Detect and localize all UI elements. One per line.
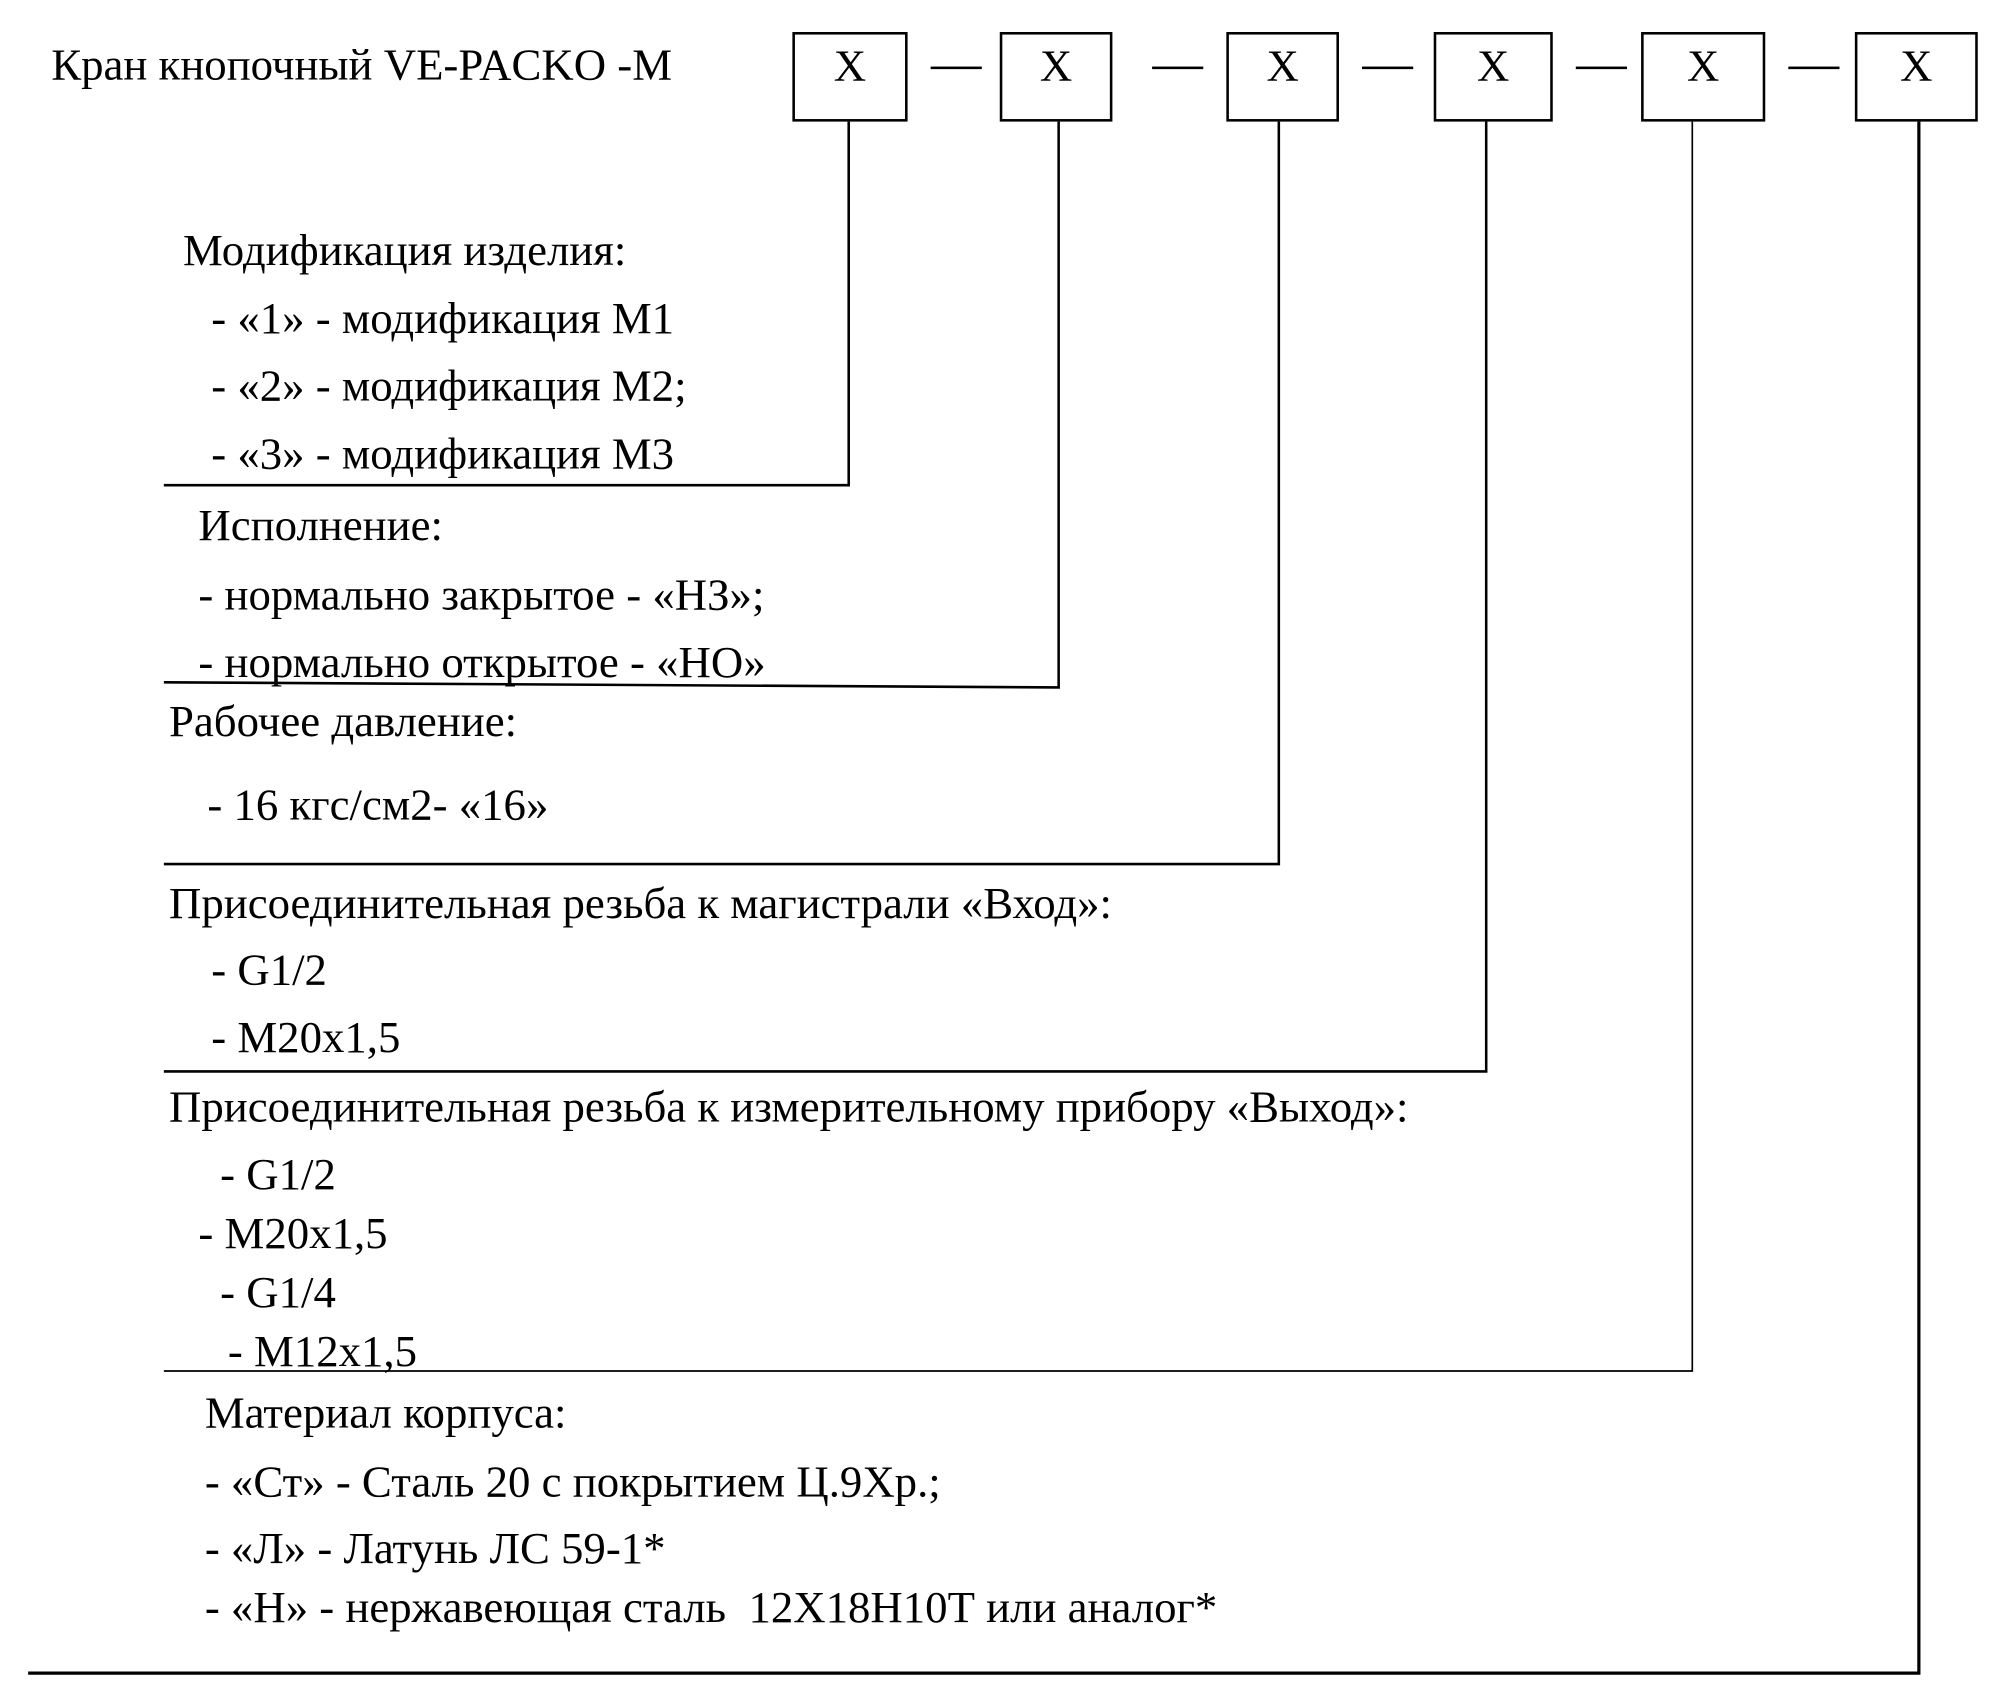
separator-dash [1362, 66, 1414, 70]
modification-item: - «3» - модификация М3 [211, 428, 675, 479]
code-box-outlet: X [1641, 32, 1766, 122]
outlet-thread-item: - M20x1,5 [198, 1208, 388, 1259]
pressure-heading: Рабочее давление: [168, 696, 518, 747]
leader-line-execution [163, 121, 1060, 689]
material-item: - «Н» - нержавеющая сталь 12Х18Н10Т или … [204, 1582, 1218, 1633]
pressure-item: - 16 кгс/см2- «16» [207, 779, 549, 830]
leader-line-material [28, 121, 1921, 1675]
code-box-inlet: X [1433, 32, 1553, 122]
inlet-thread-item: - G1/2 [211, 944, 327, 995]
outlet-thread-item: - G1/2 [220, 1149, 336, 1200]
code-box-material: X [1854, 32, 1978, 122]
leader-line-modification [163, 121, 850, 487]
outlet-thread-item: - G1/4 [220, 1267, 336, 1318]
execution-item: - нормально открытое - «НО» [198, 637, 766, 688]
modification-item: - «2» - модификация М2; [211, 360, 687, 411]
material-item: - «Ст» - Сталь 20 с покрытием Ц.9Хр.; [204, 1456, 941, 1507]
modification-item: - «1» - модификация М1 [211, 293, 675, 344]
leader-line-pressure [163, 121, 1281, 866]
product-title: Кран кнопочный VE-PACKO -M [51, 39, 673, 90]
execution-item: - нормально закрытое - «НЗ»; [198, 569, 765, 620]
inlet-thread-heading: Присоединительная резьба к магистрали «В… [168, 878, 1112, 929]
outlet-thread-item: - M12x1,5 [227, 1326, 418, 1377]
outlet-thread-heading: Присоединительная резьба к измерительном… [168, 1081, 1409, 1132]
separator-dash [1788, 66, 1840, 70]
leader-line-inlet [163, 121, 1488, 1073]
code-box-execution: X [999, 32, 1113, 122]
code-box-modification: X [792, 32, 908, 122]
modification-heading: Модификация изделия: [183, 225, 627, 276]
execution-heading: Исполнение: [198, 500, 443, 551]
separator-dash [1152, 66, 1204, 70]
separator-dash [1575, 66, 1628, 70]
material-heading: Материал корпуса: [204, 1387, 567, 1438]
separator-dash [930, 66, 982, 70]
material-item: - «Л» - Латунь ЛС 59-1* [204, 1523, 666, 1574]
inlet-thread-item: - M20x1,5 [211, 1012, 401, 1063]
leader-line-outlet [163, 121, 1694, 1372]
code-box-pressure: X [1226, 32, 1339, 122]
